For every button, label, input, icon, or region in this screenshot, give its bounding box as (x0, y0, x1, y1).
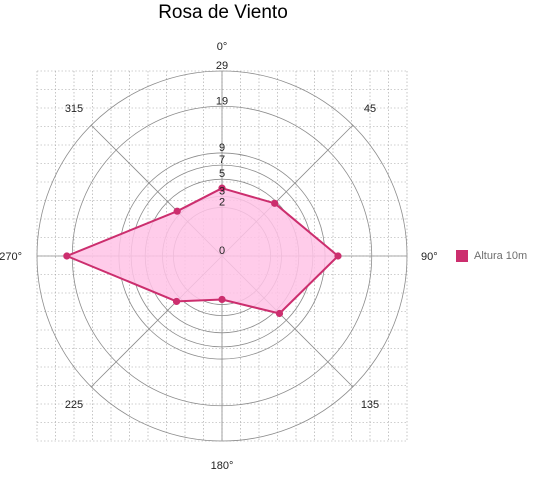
direction-label: 315 (65, 103, 83, 115)
data-point (334, 252, 342, 260)
data-point (172, 297, 181, 306)
radial-tick-label: 3 (219, 185, 225, 197)
axis-labels: 0 23 5 79 19 29 0° 45 90° 135 180° 225 270° 315 (0, 41, 438, 472)
direction-label: 225 (65, 399, 83, 411)
series-area (65, 187, 339, 315)
radial-tick-label: 29 (216, 60, 228, 72)
data-point (218, 295, 226, 304)
data-point (218, 184, 226, 192)
data-point (63, 252, 71, 260)
radial-tick-label: 9 (219, 142, 225, 154)
radial-tick-label: 7 (219, 154, 225, 166)
direction-label: 180° (211, 460, 234, 472)
radial-tick-label: 19 (216, 95, 228, 107)
data-point (271, 199, 279, 207)
background-grid (36, 70, 408, 442)
direction-label: 0° (217, 41, 228, 53)
radial-tick-label: 0 (219, 245, 225, 257)
direction-label: 270° (0, 251, 22, 263)
legend[interactable]: Altura 10m (456, 249, 527, 263)
chart-title: Rosa de Viento (158, 2, 288, 23)
legend-swatch (456, 250, 468, 262)
legend-label: Altura 10m (474, 250, 528, 262)
direction-label: 45 (364, 103, 376, 115)
direction-label: 90° (421, 251, 438, 263)
radial-tick-label: 2 (219, 196, 225, 208)
radial-tick-label: 5 (219, 168, 225, 180)
direction-label: 135 (361, 399, 379, 411)
series-layer (63, 184, 342, 318)
data-point (275, 309, 284, 318)
data-point (173, 207, 181, 215)
